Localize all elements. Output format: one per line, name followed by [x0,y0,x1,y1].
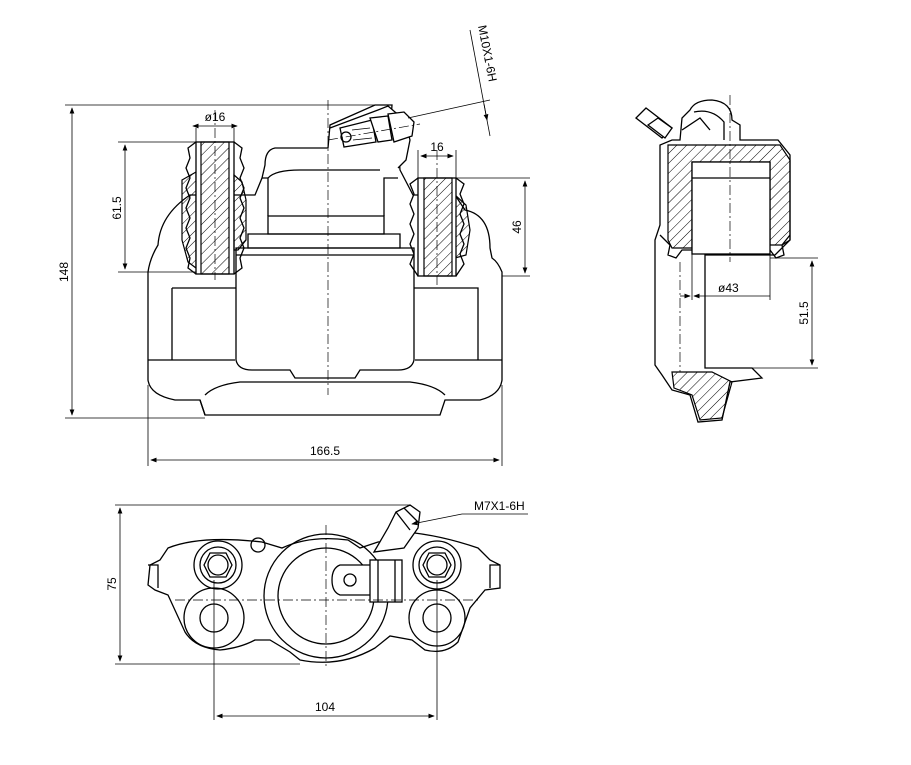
dim-piston-height: 51.5 [797,301,811,325]
dim-pin-diameter: ø16 [205,110,226,124]
dim-pin-height: 61.5 [110,196,124,220]
front-view: 148 61.5 ø16 16 46 166.5 M10X1-6H [57,24,530,466]
top-view: 75 104 M7X1-6H [105,499,528,720]
dim-overall-height: 148 [57,262,71,282]
dim-mount-spacing: 104 [315,700,335,714]
thread-port-callout: M7X1-6H [474,499,525,513]
dim-depth: 75 [105,577,119,591]
dim-pin-width: 16 [430,140,444,154]
dim-overall-width: 166.5 [310,444,340,458]
dim-piston-diameter: ø43 [718,281,739,295]
dim-right-pin-height: 46 [510,220,524,234]
side-view: ø43 51.5 [635,95,818,423]
thread-bleeder-callout: M10X1-6H [475,24,500,83]
